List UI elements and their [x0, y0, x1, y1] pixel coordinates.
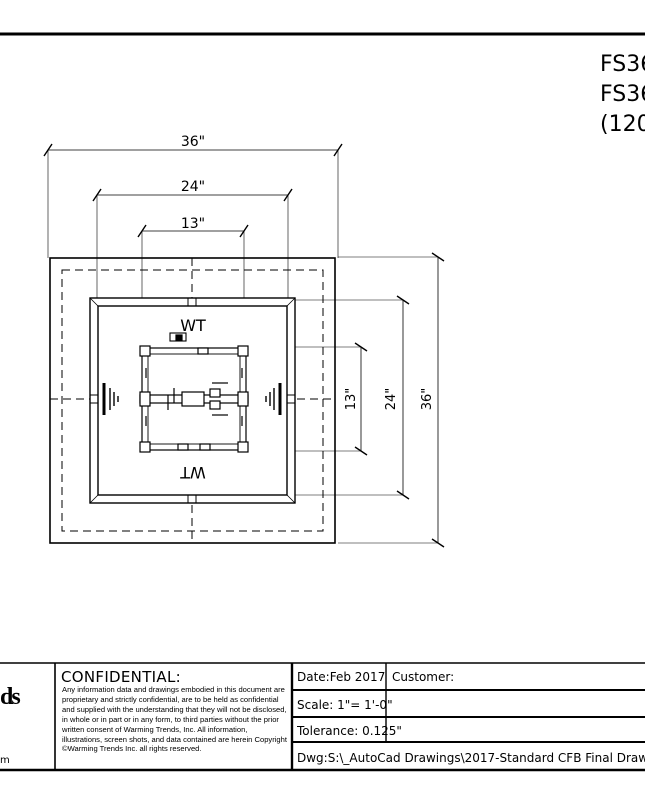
valve-symbol: [169, 332, 187, 342]
model-title-line-1: FS36: [600, 52, 645, 77]
customer-field: Customer:: [392, 670, 455, 684]
dim-label-36: 36": [181, 134, 205, 150]
vent-right: [265, 383, 282, 415]
confidential-heading: CONFIDENTIAL:: [61, 668, 181, 686]
dim-label-side-13: 13": [344, 388, 359, 411]
dim-label-24: 24": [181, 179, 205, 195]
dim-label-13: 13": [181, 216, 205, 232]
company-logo-fragment: ds: [0, 682, 28, 712]
drawing-path-field: Dwg:S:\_AutoCad Drawings\2017-Standard C…: [297, 751, 645, 765]
vent-left: [102, 383, 119, 415]
scale-field: Scale: 1"= 1'-0": [297, 698, 392, 712]
confidential-body: Any information data and drawings embodi…: [62, 685, 287, 754]
model-title-line-3: (120: [600, 112, 645, 137]
side-dimension-labels: 13" 24" 36": [344, 388, 435, 411]
wt-label-top: WT: [180, 316, 206, 335]
date-field: Date:Feb 2017: [297, 670, 385, 684]
plan-view: [49, 257, 336, 544]
logo-tail-text: m: [0, 755, 10, 766]
dim-label-side-24: 24": [384, 388, 399, 411]
burner-assembly: [139, 332, 249, 453]
title-block-grid: [0, 662, 645, 772]
model-title-line-2: FS36: [600, 82, 645, 107]
wt-label-bottom: WT: [180, 463, 206, 482]
logo-text: ds: [0, 684, 21, 710]
tolerance-field: Tolerance: 0.125": [297, 724, 402, 738]
dim-label-side-36: 36": [420, 388, 435, 411]
